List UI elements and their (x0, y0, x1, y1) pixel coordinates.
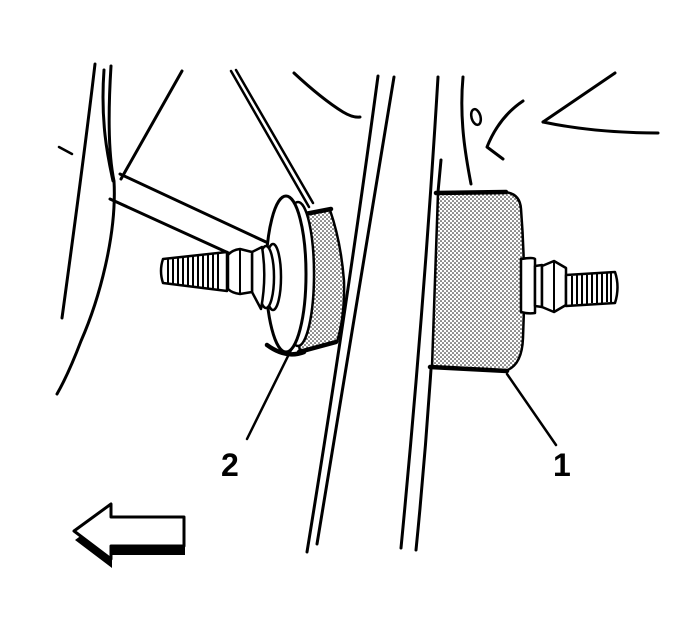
panel-hole (469, 107, 483, 127)
callout-2-label: 2 (221, 447, 239, 483)
callout-1-leader (505, 372, 558, 447)
diagonal-brace-line (119, 69, 184, 181)
callout-2: 2 (221, 348, 293, 483)
bushing-2 (159, 194, 346, 357)
bushing-1-stud (564, 270, 619, 308)
callout-1-label: 1 (553, 447, 571, 483)
bushing-1 (427, 189, 619, 374)
bushing-1-nut (540, 259, 568, 314)
callout-2-leader (245, 348, 293, 441)
vehicle-frame-outline (55, 62, 660, 554)
arrow-left-icon (72, 502, 186, 568)
bushing-2-stud (159, 250, 229, 293)
bushing-2-nut (226, 247, 254, 296)
callout-1: 1 (505, 372, 571, 483)
body-seam-line (485, 99, 525, 161)
